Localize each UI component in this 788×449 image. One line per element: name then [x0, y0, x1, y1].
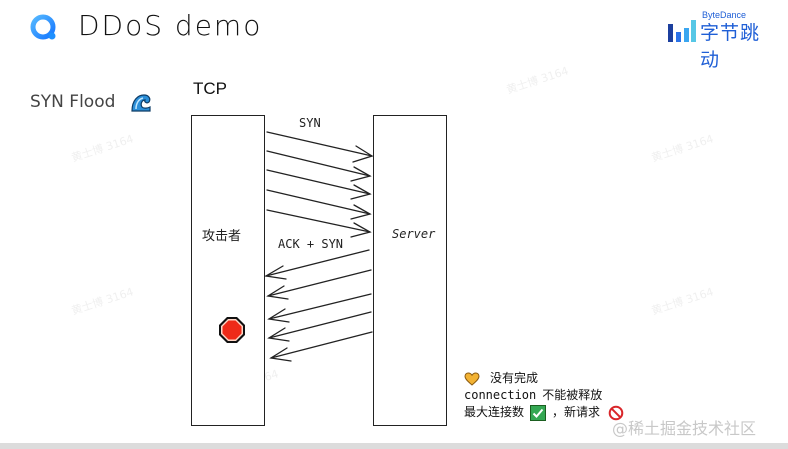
syn-arrow [266, 209, 372, 238]
syn-arrow [266, 150, 372, 182]
brand-logo: ByteDance 字节跳动 [668, 10, 778, 71]
note-line-2: connection 不能被释放 [464, 387, 624, 404]
syn-arrow [266, 169, 372, 200]
heart-icon [464, 371, 480, 386]
syn-arrow [266, 189, 372, 220]
ack-syn-arrow [264, 249, 370, 280]
ack-syn-arrow [269, 331, 373, 362]
slide-subtitle: SYN Flood [30, 92, 116, 112]
ack-syn-arrow [267, 293, 372, 323]
note-not-released: 不能被释放 [542, 388, 603, 402]
bytedance-bars-icon [668, 20, 696, 42]
syn-label: SYN [299, 116, 321, 130]
attacker-label: 攻击者 [202, 229, 242, 244]
footer-watermark: @稀土掘金技术社区 [612, 419, 757, 438]
watermark-tile: 黄士博 3164 [649, 285, 716, 318]
server-node [373, 115, 447, 426]
note-line-3: 最大连接数 ，新请求 [464, 404, 624, 421]
watermark-tile: 黄士博 3164 [649, 132, 716, 165]
note-new-request: ，新请求 [552, 405, 601, 419]
stop-sign-icon [219, 317, 245, 343]
note-line-1: 没有完成 [464, 370, 624, 387]
brand-chinese: 字节跳动 [700, 22, 761, 71]
watermark-tile: 黄士博 3164 [69, 285, 136, 318]
syn-arrow [266, 131, 374, 163]
attacker-node [191, 115, 265, 426]
app-logo-icon [30, 14, 56, 40]
check-icon [530, 404, 547, 421]
wave-icon [131, 94, 151, 112]
ack-syn-label: ACK + SYN [278, 237, 344, 251]
page-title: DDoS demo [78, 9, 263, 42]
notes-block: 没有完成 connection 不能被释放 最大连接数 ，新请求 [464, 370, 624, 421]
note-incomplete: 没有完成 [490, 371, 539, 385]
bottom-bar [0, 443, 788, 449]
watermark-tile: 黄士博 3164 [504, 64, 571, 97]
note-connection-code: connection [464, 388, 537, 402]
no-entry-icon [608, 405, 624, 420]
ack-syn-arrow [267, 311, 372, 342]
protocol-label: TCP [193, 79, 227, 98]
note-max-connections: 最大连接数 [464, 405, 525, 419]
watermark-tile: 黄士博 3164 [69, 132, 136, 165]
server-label: Server [392, 227, 436, 241]
ack-syn-arrow [266, 269, 372, 300]
brand-english: ByteDance [702, 10, 747, 20]
